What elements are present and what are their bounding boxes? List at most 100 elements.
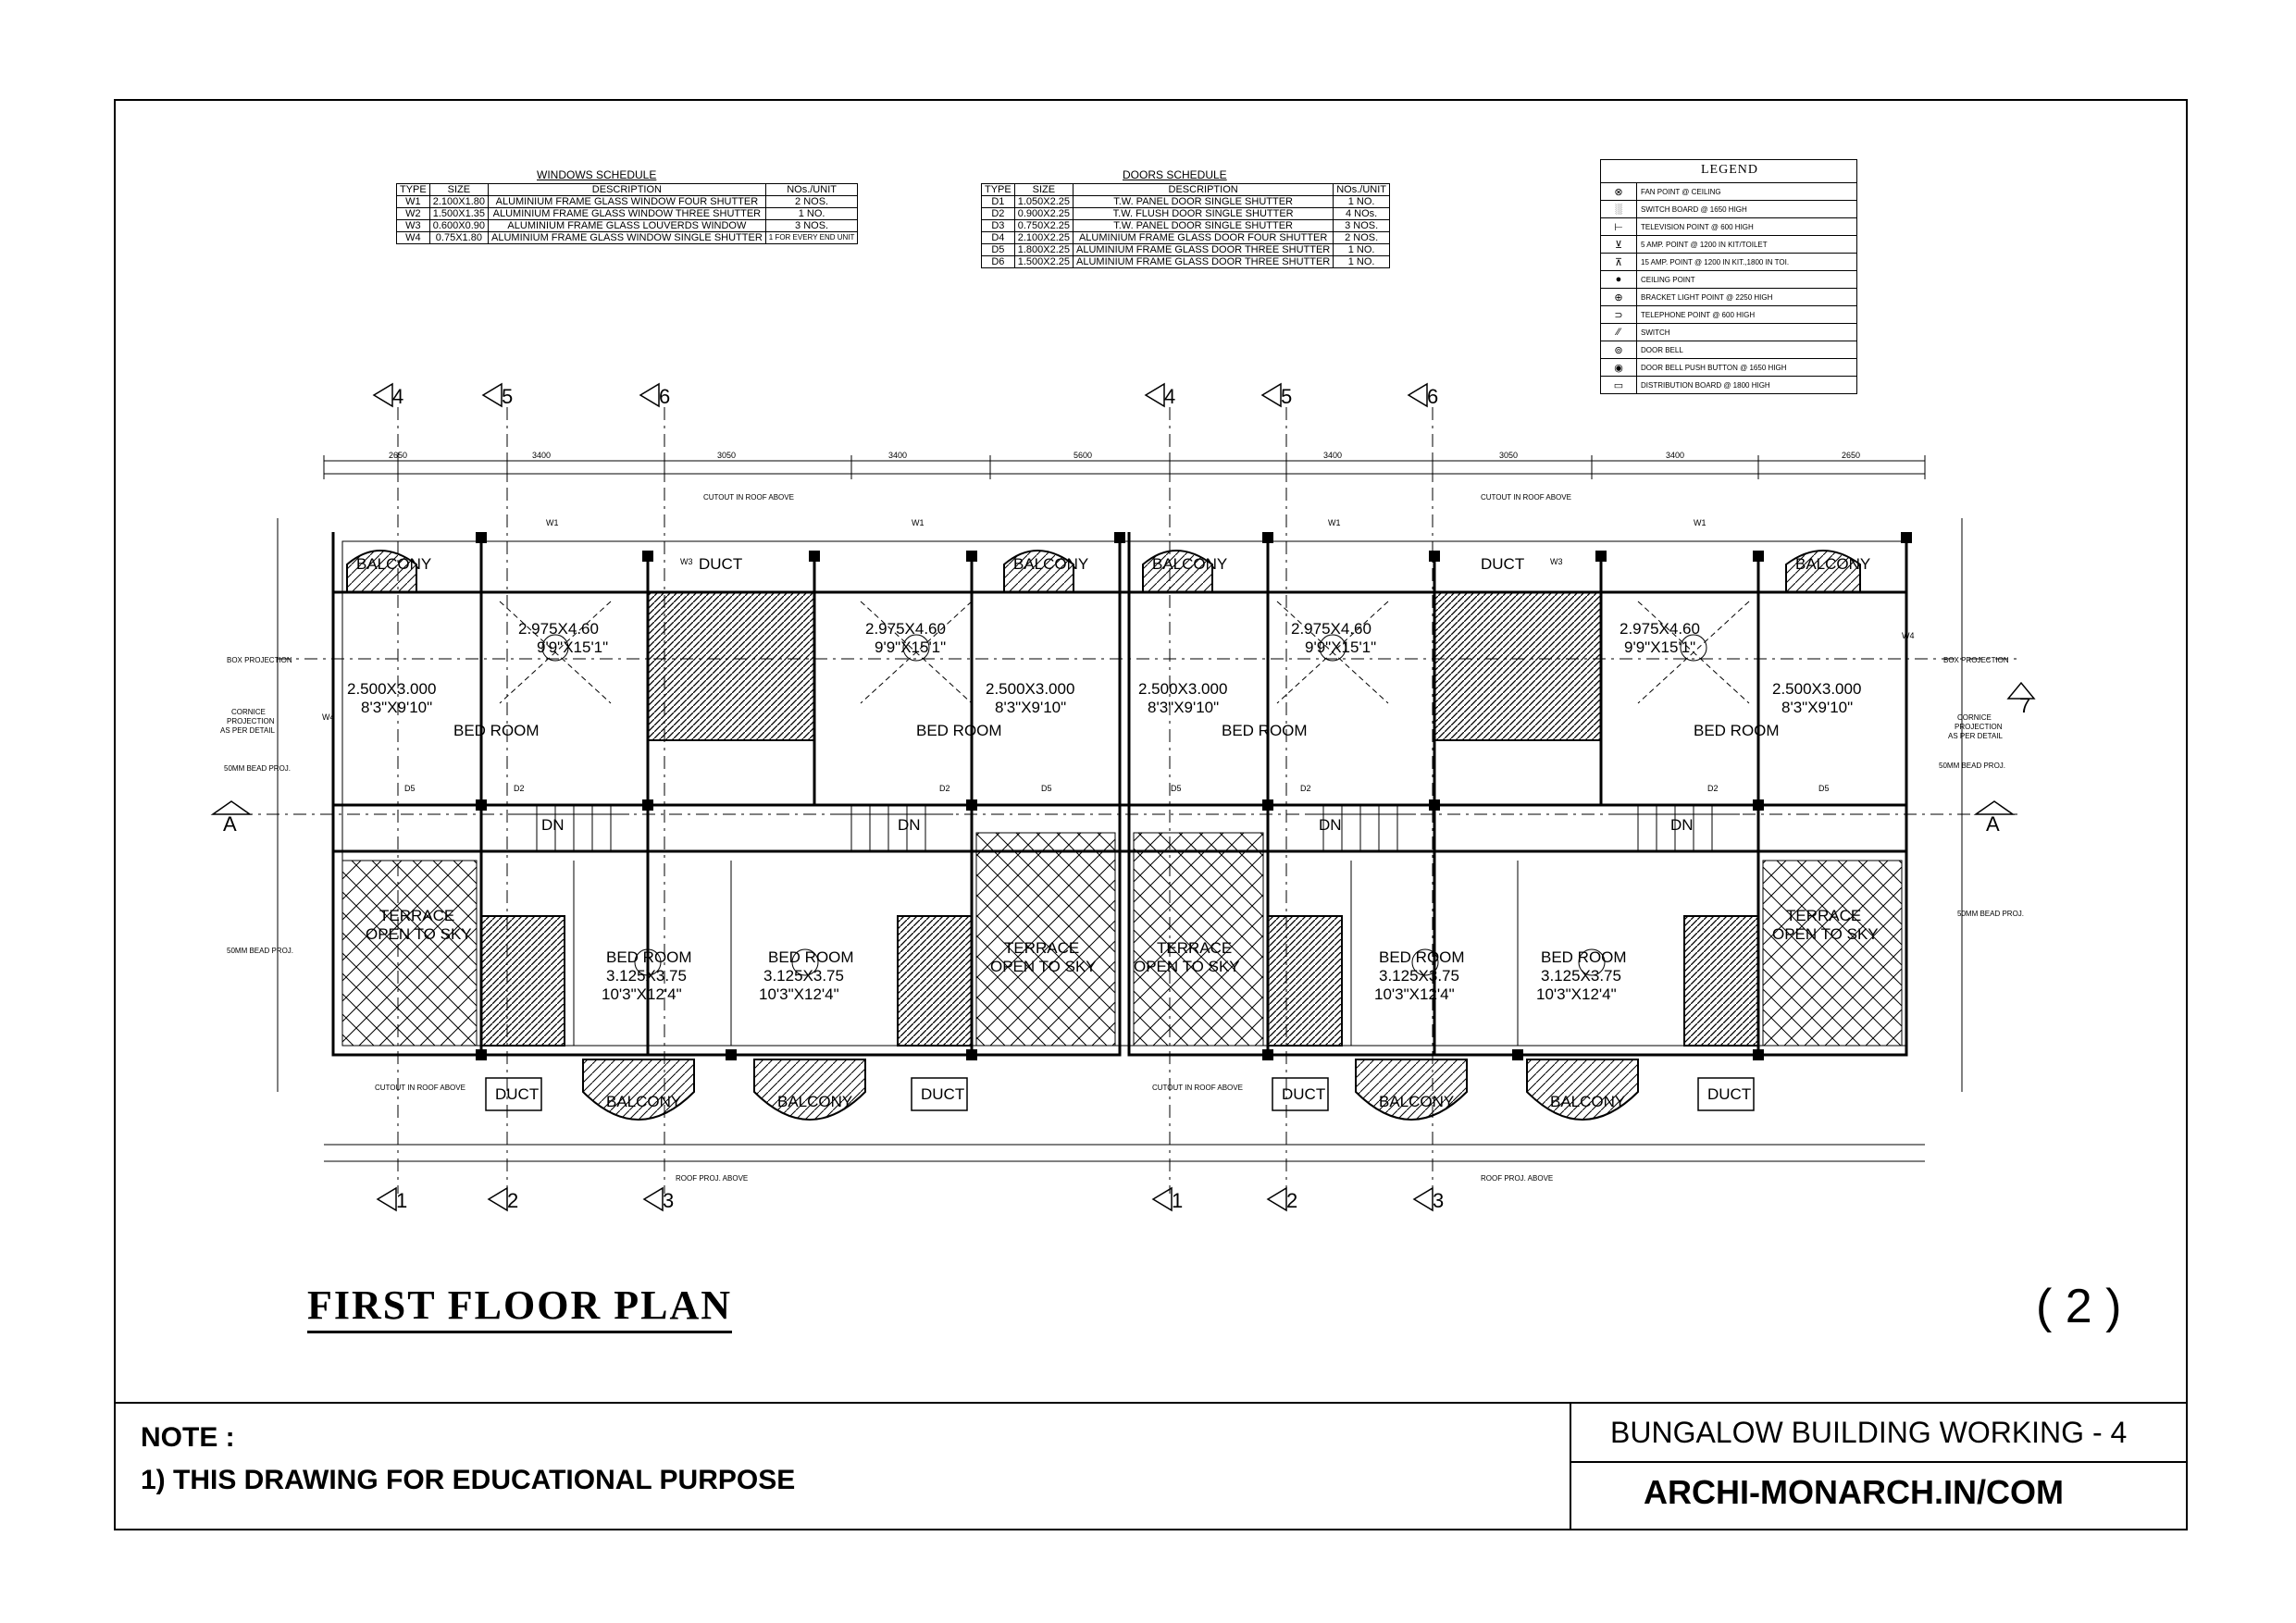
section-label-a-left: A bbox=[223, 812, 237, 836]
windows-schedule-title: WINDOWS SCHEDULE bbox=[537, 168, 657, 181]
window-tag-w4-2: W4 bbox=[1902, 631, 1915, 640]
door-tag-d2-3: D2 bbox=[1300, 784, 1311, 793]
terrace-hatch-3 bbox=[1133, 832, 1264, 1047]
note-bead-proj-right-2: 50MM BEAD PROJ. bbox=[1957, 910, 2024, 918]
cell-quantity: 1 NO. bbox=[764, 207, 859, 220]
duct-label-6: DUCT bbox=[1481, 555, 1524, 573]
building-walls bbox=[331, 532, 1908, 1057]
legend-row: ░SWITCH BOARD @ 1650 HIGH bbox=[1600, 200, 1857, 218]
cell-description: ALUMINIUM FRAME GLASS LOUVERDS WINDOW bbox=[488, 219, 766, 232]
room-size-b1-left: 2.500X3.000 bbox=[347, 680, 436, 698]
cell-description: ALUMINIUM FRAME GLASS DOOR THREE SHUTTER bbox=[1073, 255, 1334, 268]
legend-row: ◉DOOR BELL PUSH BUTTON @ 1650 HIGH bbox=[1600, 358, 1857, 377]
room-size-c1-1: 3.125X3.75 bbox=[606, 967, 687, 985]
telephone-icon: ⊃ bbox=[1600, 305, 1637, 324]
note-roof-proj-2: ROOF PROJ. ABOVE bbox=[1481, 1174, 1553, 1183]
room-size-b2-mid: 8'3"X9'10" bbox=[995, 699, 1066, 716]
note-box-proj-left: BOX PROJECTION bbox=[227, 656, 292, 664]
window-tag-w3-2: W3 bbox=[1550, 557, 1563, 566]
legend-label: 5 AMP. POINT @ 1200 IN KIT/TOILET bbox=[1636, 235, 1857, 254]
terrace-label-4: TERRACE bbox=[1786, 907, 1861, 924]
grid-label-top-5: 5 bbox=[1281, 385, 1292, 408]
stair-dn-3: DN bbox=[1319, 816, 1342, 834]
cell-size: 1.050X2.25 bbox=[1013, 195, 1074, 208]
balcony-label-1: BALCONY bbox=[356, 555, 431, 573]
dimension-lines bbox=[277, 460, 1963, 1162]
grid-label-top-6: 6 bbox=[1427, 385, 1438, 408]
cell-quantity: 3 NOS. bbox=[1333, 219, 1391, 232]
grid-label-top-4: 4 bbox=[1164, 385, 1175, 408]
room-label-bedroom-3: BED ROOM bbox=[1222, 722, 1308, 739]
terrace-label-3: TERRACE bbox=[1157, 939, 1232, 957]
grid-label-top-3: 6 bbox=[659, 385, 670, 408]
balcony-label-4: BALCONY bbox=[1795, 555, 1870, 573]
dim-top-7: 3050 bbox=[1499, 451, 1518, 460]
balcony-label-2: BALCONY bbox=[1013, 555, 1088, 573]
legend-label: SWITCH bbox=[1636, 323, 1857, 341]
website-label: ARCHI-MONARCH.IN/COM bbox=[1644, 1473, 2064, 1511]
legend-label: DOOR BELL bbox=[1636, 341, 1857, 359]
balcony-label-8: BALCONY bbox=[1550, 1093, 1625, 1110]
legend-row: ⊼15 AMP. POINT @ 1200 IN KIT.,1800 IN TO… bbox=[1600, 253, 1857, 271]
cell-type: W4 bbox=[396, 231, 430, 244]
legend-label: CEILING POINT bbox=[1636, 270, 1857, 289]
terrace-label-2: TERRACE bbox=[1004, 939, 1079, 957]
room-size-b2-far: 8'3"X9'10" bbox=[1781, 699, 1853, 716]
fan-markers bbox=[499, 601, 1750, 976]
dim-top-2: 3400 bbox=[532, 451, 551, 460]
room-label-bedroom-7: BED ROOM bbox=[1379, 948, 1465, 966]
legend-label: SWITCH BOARD @ 1650 HIGH bbox=[1636, 200, 1857, 218]
room-label-bedroom-8: BED ROOM bbox=[1541, 948, 1627, 966]
section-label-7: 7 bbox=[2019, 694, 2030, 717]
dim-top-6: 3400 bbox=[1323, 451, 1342, 460]
cell-description: ALUMINIUM FRAME GLASS DOOR FOUR SHUTTER bbox=[1073, 231, 1334, 244]
switch-board-icon: ░ bbox=[1600, 200, 1637, 218]
stair-dn-2: DN bbox=[898, 816, 921, 834]
cell-description: T.W. PANEL DOOR SINGLE SHUTTER bbox=[1073, 195, 1334, 208]
cell-type: D2 bbox=[981, 207, 1015, 220]
note-bead-proj-right-1: 50MM BEAD PROJ. bbox=[1939, 762, 2005, 770]
legend-row: ⊻5 AMP. POINT @ 1200 IN KIT/TOILET bbox=[1600, 235, 1857, 254]
legend-label: TELEPHONE POINT @ 600 HIGH bbox=[1636, 305, 1857, 324]
stair-dn-4: DN bbox=[1670, 816, 1694, 834]
door-bell-icon: ⊚ bbox=[1600, 341, 1637, 359]
bell-push-icon: ◉ bbox=[1600, 358, 1637, 377]
toilet-hatch-4 bbox=[897, 915, 973, 1047]
switch-icon: ⁄⁄ bbox=[1600, 323, 1637, 341]
fan-icon: ⊗ bbox=[1600, 182, 1637, 201]
room-size-c2-4: 10'3"X12'4" bbox=[1536, 985, 1617, 1003]
note-cornice-left-1: CORNICE bbox=[231, 708, 266, 716]
terrace-label-1: TERRACE bbox=[379, 907, 454, 924]
stair-dn-1: DN bbox=[541, 816, 565, 834]
cell-description: ALUMINIUM FRAME GLASS WINDOW FOUR SHUTTE… bbox=[488, 195, 766, 208]
note-text: 1) THIS DRAWING FOR EDUCATIONAL PURPOSE bbox=[141, 1465, 796, 1495]
toilet-hatch-2 bbox=[1433, 591, 1602, 741]
terrace-sub-4: OPEN TO SKY bbox=[1772, 925, 1879, 943]
dim-top-3: 3050 bbox=[717, 451, 736, 460]
grid-label-top-1: 4 bbox=[392, 385, 403, 408]
duct-label-4: DUCT bbox=[1707, 1085, 1751, 1103]
room-size-b2-mid2: 8'3"X9'10" bbox=[1148, 699, 1219, 716]
cell-quantity: 1 FOR EVERY END UNIT bbox=[764, 231, 859, 244]
table-row: W4 0.75X1.80 ALUMINIUM FRAME GLASS WINDO… bbox=[396, 231, 859, 244]
legend-row: ▭DISTRIBUTION BOARD @ 1800 HIGH bbox=[1600, 376, 1857, 394]
door-tag-d5-3: D5 bbox=[1171, 784, 1182, 793]
duct-label-3: DUCT bbox=[1282, 1085, 1325, 1103]
cell-quantity: 4 NOs. bbox=[1333, 207, 1391, 220]
cell-size: 1.800X2.25 bbox=[1013, 243, 1074, 256]
legend-label: 15 AMP. POINT @ 1200 IN KIT.,1800 IN TOI… bbox=[1636, 253, 1857, 271]
table-row: W2 1.500X1.35 ALUMINIUM FRAME GLASS WIND… bbox=[396, 207, 859, 220]
room-size-b2-left: 8'3"X9'10" bbox=[361, 699, 432, 716]
legend-row: ⊃TELEPHONE POINT @ 600 HIGH bbox=[1600, 305, 1857, 324]
cell-quantity: 2 NOS. bbox=[1333, 231, 1391, 244]
door-tag-d2-1: D2 bbox=[514, 784, 525, 793]
duct-label-1: DUCT bbox=[495, 1085, 539, 1103]
grid-markers-top bbox=[372, 382, 1428, 408]
note-cornice-right-1: CORNICE bbox=[1957, 713, 1992, 722]
legend-row: ⊢TELEVISION POINT @ 600 HIGH bbox=[1600, 217, 1857, 236]
table-row: D1 1.050X2.25 T.W. PANEL DOOR SINGLE SHU… bbox=[981, 195, 1391, 208]
socket-5amp-icon: ⊻ bbox=[1600, 235, 1637, 254]
balconies-top bbox=[346, 550, 1861, 593]
dim-top-4: 3400 bbox=[888, 451, 907, 460]
cell-type: W1 bbox=[396, 195, 430, 208]
